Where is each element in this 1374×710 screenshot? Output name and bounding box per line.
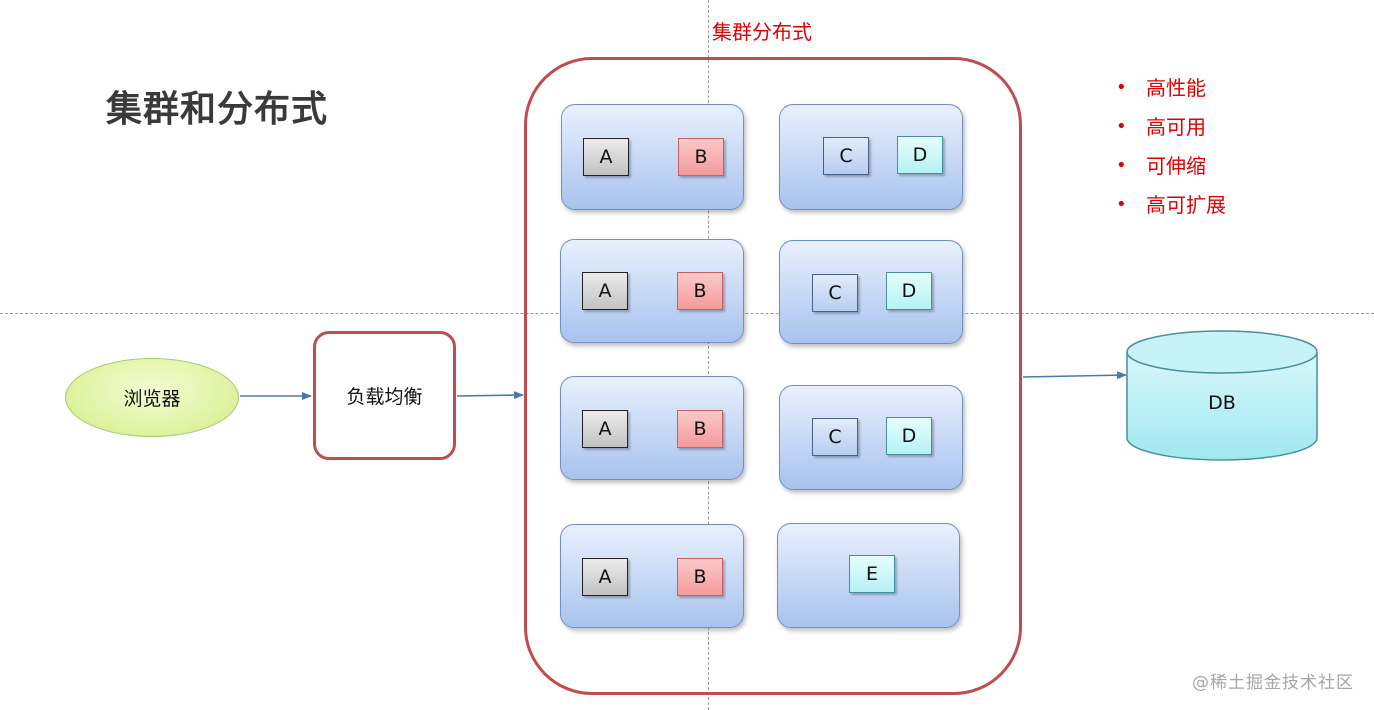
watermark: @稀土掘金技术社区: [1192, 673, 1354, 693]
database-label: DB: [1208, 392, 1236, 414]
module-b: B: [677, 410, 723, 448]
feature-item: • 可伸缩: [1116, 150, 1226, 189]
feature-label: 高可扩展: [1146, 193, 1226, 217]
module-b: B: [677, 272, 723, 310]
vertical-guide-line: [708, 0, 709, 710]
bullet-icon: •: [1116, 194, 1127, 215]
server-node: C D: [779, 104, 963, 210]
feature-label: 可伸缩: [1146, 154, 1206, 178]
database-cylinder: [1126, 330, 1318, 461]
feature-label: 高可用: [1146, 115, 1206, 139]
server-node: A B: [560, 376, 744, 480]
module-a: A: [582, 410, 628, 448]
server-node: C D: [779, 240, 963, 344]
cluster-label: 集群分布式: [712, 20, 812, 44]
feature-label: 高性能: [1146, 76, 1206, 100]
bullet-icon: •: [1116, 155, 1127, 176]
browser-node: 浏览器: [65, 358, 239, 437]
arrow-lb-to-cluster: [456, 391, 524, 400]
arrow-cluster-to-db: [1022, 371, 1127, 380]
module-c: C: [812, 418, 858, 456]
module-a: A: [582, 558, 628, 596]
server-node: A B: [560, 524, 744, 628]
module-e: E: [849, 555, 895, 593]
server-node: A B: [560, 239, 744, 343]
bullet-icon: •: [1116, 116, 1127, 137]
module-b: B: [677, 558, 723, 596]
bullet-icon: •: [1116, 77, 1127, 98]
server-node: A B: [561, 104, 744, 210]
module-b: B: [678, 138, 724, 176]
feature-item: • 高性能: [1116, 72, 1226, 111]
module-c: C: [812, 274, 858, 312]
module-d: D: [886, 272, 932, 310]
server-node: C D: [779, 385, 963, 490]
module-d: D: [897, 136, 943, 174]
module-a: A: [583, 138, 629, 176]
browser-label: 浏览器: [123, 388, 181, 410]
module-a: A: [582, 272, 628, 310]
page-title: 集群和分布式: [106, 89, 329, 130]
feature-list: • 高性能 • 高可用 • 可伸缩 • 高可扩展: [1116, 72, 1226, 228]
module-d: D: [886, 417, 932, 455]
server-node: E: [777, 523, 960, 628]
load-balancer-node: 负载均衡: [313, 331, 456, 460]
feature-item: • 高可扩展: [1116, 189, 1226, 228]
module-c: C: [823, 137, 869, 175]
load-balancer-label: 负载均衡: [346, 386, 423, 408]
feature-item: • 高可用: [1116, 111, 1226, 150]
cluster-container: [524, 57, 1022, 695]
